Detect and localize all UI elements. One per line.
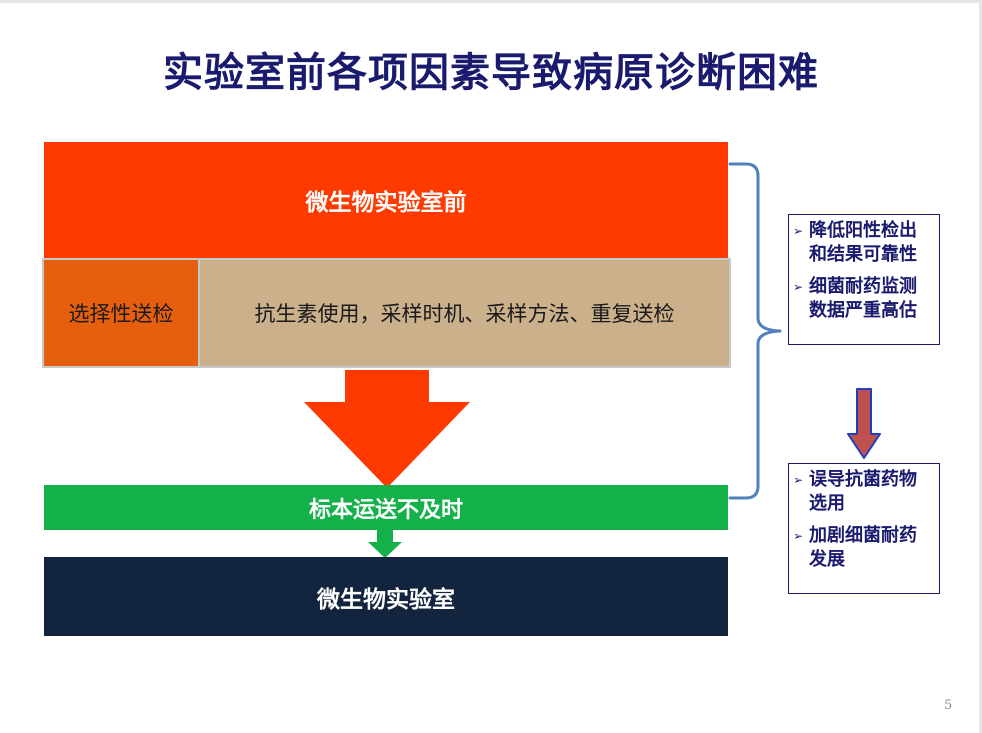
- consequence-item: ➢ 细菌耐药监测 数据严重高估: [793, 275, 936, 323]
- red-down-arrow-icon: [847, 388, 881, 459]
- consequence-box-1: ➢ 降低阳性检出 和结果可靠性 ➢ 细菌耐药监测 数据严重高估: [788, 214, 940, 345]
- consequence-text: 细菌耐药监测 数据严重高估: [809, 276, 917, 321]
- consequence-text: 误导抗菌药物 选用: [809, 469, 917, 514]
- pre-lab-block: 微生物实验室前: [44, 142, 728, 258]
- lab-label: 微生物实验室: [317, 586, 455, 613]
- arrow-bullet-icon: ➢: [793, 280, 804, 294]
- arrow-bullet-icon: ➢: [793, 529, 804, 543]
- big-down-arrow-icon: [304, 370, 470, 488]
- consequence-text: 降低阳性检出 和结果可靠性: [809, 220, 917, 265]
- consequence-box-2: ➢ 误导抗菌药物 选用 ➢ 加剧细菌耐药 发展: [788, 463, 940, 594]
- transport-label: 标本运送不及时: [308, 497, 463, 523]
- page-number: 5: [944, 698, 953, 713]
- lab-block: 微生物实验室: [44, 557, 728, 636]
- pre-lab-label: 微生物实验室前: [305, 190, 467, 216]
- arrow-bullet-icon: ➢: [793, 224, 804, 238]
- slide-title: 实验室前各项因素导致病原诊断困难: [163, 50, 819, 96]
- consequence-item: ➢ 加剧细菌耐药 发展: [793, 524, 936, 572]
- selective-testing-box: 选择性送检: [42, 258, 200, 368]
- consequence-item: ➢ 误导抗菌药物 选用: [793, 468, 936, 516]
- consequence-item: ➢ 降低阳性检出 和结果可靠性: [793, 219, 936, 267]
- selective-testing-label: 选择性送检: [68, 302, 174, 326]
- transport-block: 标本运送不及时: [44, 485, 728, 530]
- consequence-text: 加剧细菌耐药 发展: [809, 525, 917, 570]
- right-brace-icon: [728, 162, 782, 500]
- slide-right-edge: [979, 0, 982, 733]
- factors-label: 抗生素使用，采样时机、采样方法、重复送检: [254, 302, 675, 326]
- small-down-arrow-icon: [368, 530, 402, 558]
- factors-box: 抗生素使用，采样时机、采样方法、重复送检: [200, 258, 731, 368]
- arrow-bullet-icon: ➢: [793, 473, 804, 487]
- slide-top-edge: [0, 0, 982, 3]
